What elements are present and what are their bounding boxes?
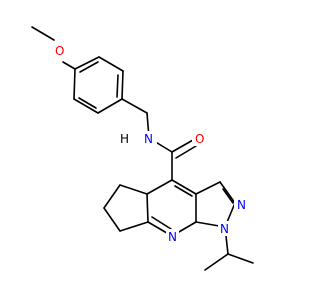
bond-ch-me2 [227,253,254,264]
methoxy-oxygen-label: O [55,44,64,58]
bond-cp-4 [119,221,149,232]
amide-hydrogen-label: H [120,132,129,146]
bond-c3-n2 [219,181,236,204]
bond-cp-1 [119,184,148,195]
bond-aryl-2 [98,56,124,72]
pyrazole-n2-label: N [237,198,246,212]
molecule-structure: O N H O N N N [31,26,254,271]
bond-aryl-3 [121,70,124,100]
bond-aryl-4 [97,98,123,114]
bond-c4-c4a [146,179,173,195]
bond-c3-n2-double [222,188,234,204]
bond-aryl-double-3 [78,97,97,109]
bond-cp-3 [103,207,121,232]
bond-aryl-double-1 [79,61,99,73]
bond-carbonyl-oxygen-a [171,139,194,153]
pyrazole-n1-label: N [220,222,229,236]
bond-oxygen-ring [62,61,76,70]
bond-c8a-n-double [151,216,172,230]
bond-aryl-1 [74,56,100,70]
bond-c3a-c3 [195,181,221,195]
bond-aryl-ch2 [121,98,148,114]
bond-methyl-oxygen [31,26,55,41]
bond-aryl-5 [73,98,99,114]
bond-c4-c3a-double [174,185,193,197]
bond-c4a-c8a [146,193,149,223]
amide-nitrogen-label: N [144,132,153,146]
bond-aryl-6 [73,68,76,100]
bond-ch-me1 [204,253,229,271]
carbonyl-oxygen-label: O [195,132,204,146]
bond-c4-c3a [171,179,197,195]
bond-aryl-double-2 [116,74,119,98]
bond-cp-2 [103,184,121,209]
bond-carbonyl-oxygen-b [175,145,197,159]
pyridine-nitrogen-label: N [168,230,177,244]
